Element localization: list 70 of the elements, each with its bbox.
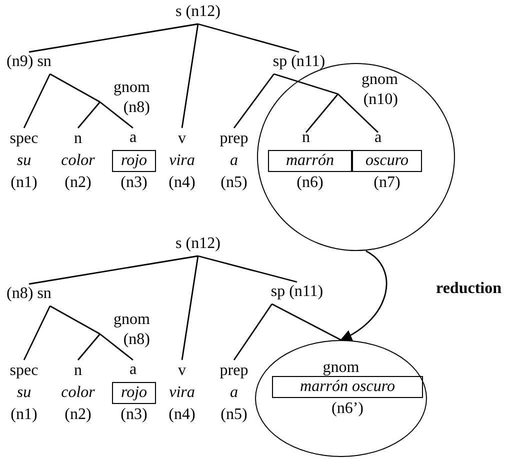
tree-branch	[28, 23, 198, 53]
tree-branch	[77, 334, 101, 360]
category-label: spec	[8, 129, 40, 149]
category-label: n	[73, 361, 83, 381]
word-box: marrón	[268, 150, 352, 172]
phrase-label: a	[120, 360, 146, 382]
phrase-label: gnom (n8)	[100, 78, 150, 118]
node-index: (n5)	[220, 173, 248, 193]
word-label: vira	[168, 151, 196, 171]
phrase-label: gnom	[322, 358, 360, 378]
tree-branch	[100, 101, 134, 129]
tree-branch	[28, 255, 198, 285]
tree-branch	[272, 303, 342, 341]
word-label: color	[60, 383, 96, 403]
node-index: (n4)	[168, 405, 196, 425]
node-index: (n2)	[64, 405, 92, 425]
category-label: prep	[218, 361, 250, 381]
phrase-label: gnom (n10)	[338, 70, 398, 110]
word-box: rojo	[112, 382, 156, 404]
phrase-label: gnom (n8)	[100, 310, 150, 350]
tree-branch	[77, 102, 101, 128]
phrase-label: n	[294, 128, 318, 150]
category-label: v	[177, 129, 187, 149]
tree-branch	[23, 306, 51, 360]
node-index: (n1)	[10, 173, 38, 193]
tree-branch	[181, 24, 199, 128]
word-box: marrón oscuro	[272, 376, 423, 398]
category-label: v	[177, 361, 187, 381]
node-index: (n6)	[296, 173, 324, 193]
node-index: (n6’)	[330, 399, 364, 419]
phrase-label: a	[120, 128, 146, 150]
category-label: spec	[8, 361, 40, 381]
tree-branch	[50, 305, 100, 335]
phrase-label: (n9) sn	[4, 52, 54, 74]
phrase-label: sp (n11)	[264, 282, 330, 304]
phrase-label: s (n12)	[166, 2, 230, 24]
node-index: (n1)	[10, 405, 38, 425]
tree-branch	[305, 94, 339, 133]
tree-branch	[198, 255, 298, 283]
tree-branch	[181, 256, 199, 360]
highlight-ellipse	[255, 340, 427, 457]
word-box: rojo	[112, 150, 156, 172]
node-index: (n5)	[220, 405, 248, 425]
category-label: n	[73, 129, 83, 149]
node-index: (n3)	[120, 173, 148, 193]
word-label: a	[229, 383, 239, 403]
word-box: oscuro	[352, 150, 422, 172]
word-label: vira	[168, 383, 196, 403]
word-label: su	[16, 383, 32, 403]
phrase-label: sp (n11)	[266, 52, 332, 74]
tree-branch	[233, 304, 272, 360]
tree-branch	[23, 74, 51, 128]
tree-branch	[100, 333, 134, 361]
tree-branch	[233, 74, 274, 128]
node-index: (n2)	[64, 173, 92, 193]
tree-branch	[198, 23, 300, 53]
curved-arrow	[340, 250, 388, 341]
node-index: (n4)	[168, 173, 196, 193]
word-label: su	[16, 151, 32, 171]
word-label: a	[229, 151, 239, 171]
phrase-label: s (n12)	[166, 234, 230, 256]
word-label: color	[60, 151, 96, 171]
category-label: prep	[218, 129, 250, 149]
tree-branch	[338, 94, 378, 133]
tree-branch	[50, 73, 100, 103]
tree-branch	[274, 73, 338, 95]
node-index: (n3)	[120, 405, 148, 425]
phrase-label: (n8) sn	[4, 284, 54, 306]
node-index: (n7)	[372, 173, 402, 193]
phrase-label: a	[365, 128, 391, 150]
